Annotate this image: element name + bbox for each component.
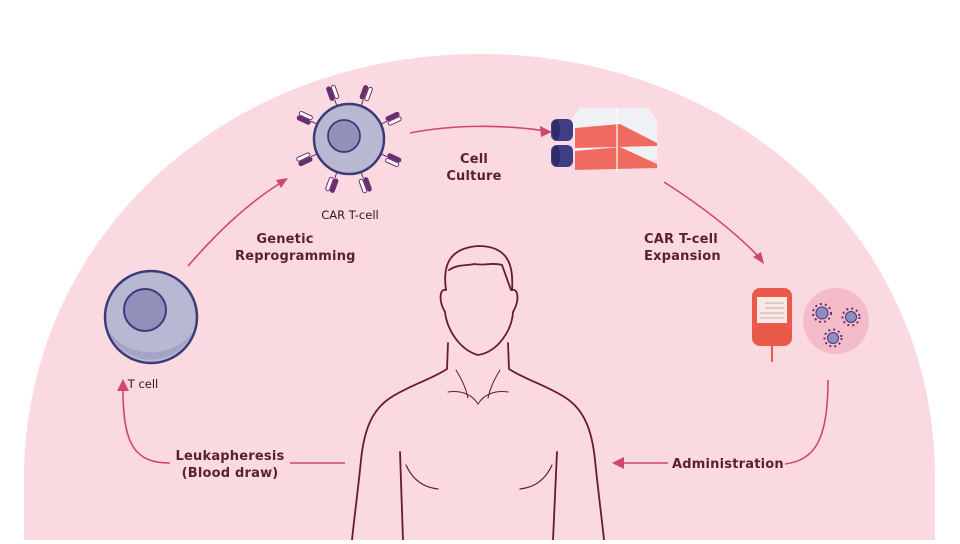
step-label-line: Genetic — [256, 232, 314, 247]
arrowhead-icon — [540, 126, 552, 137]
step-label-line: Cell — [459, 152, 489, 167]
step-cell-culture: Cell Culture — [436, 151, 512, 185]
culture-flask-icon — [551, 108, 657, 172]
background-arch — [24, 54, 935, 540]
blood-bag-icon — [752, 288, 792, 362]
step-car-t-cell-expansion: CAR T-cell Expansion — [644, 231, 721, 265]
arrowhead-icon — [612, 457, 624, 469]
arrowhead-icon — [276, 178, 288, 188]
step-label-line: Administration — [672, 457, 784, 472]
t-cell-icon — [103, 269, 199, 365]
step-genetic-reprogramming: Genetic Reprogramming — [235, 231, 356, 265]
human-torso-icon — [351, 245, 605, 541]
step-label-line: Leukapheresis — [175, 449, 285, 464]
step-label-line: (Blood draw) — [181, 466, 279, 481]
arrow-heads — [117, 126, 764, 469]
flow-arrows — [122, 125, 829, 465]
car-t-cell-caption: CAR T-cell — [310, 208, 390, 222]
step-label-line: CAR T-cell — [644, 232, 718, 247]
car-t-cell-caption-text: CAR T-cell — [321, 208, 379, 222]
arrowhead-icon — [753, 252, 764, 264]
t-cell-caption: T cell — [118, 377, 168, 391]
t-cell-caption-text: T cell — [127, 377, 159, 391]
step-label-line: Expansion — [644, 249, 721, 264]
car-t-cells-in-solution-icon — [803, 288, 869, 354]
car-t-cell-icon — [296, 84, 402, 194]
step-administration: Administration — [672, 456, 784, 473]
step-leukapheresis: Leukapheresis (Blood draw) — [174, 448, 286, 482]
arrowhead-icon — [117, 379, 129, 391]
step-label-line: Reprogramming — [235, 249, 356, 264]
step-label-line: Culture — [446, 169, 502, 184]
